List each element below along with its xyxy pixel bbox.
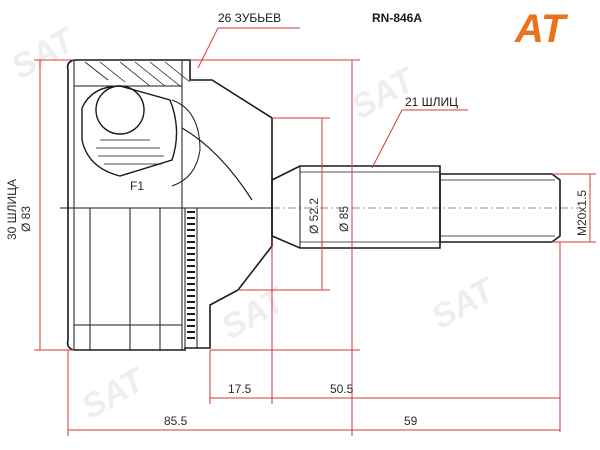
- outer-splines-label: 21 ШЛИЦ: [405, 95, 458, 109]
- cage-hatch: [96, 139, 164, 165]
- race-curve: [171, 99, 201, 187]
- watermark: SAT SAT SAT SAT SAT: [5, 20, 504, 427]
- housing-curve: [181, 127, 253, 201]
- dimension-outer-diameter: Ø 83: [19, 206, 33, 232]
- housing: [60, 59, 273, 351]
- brand-logo: AT: [514, 7, 569, 51]
- watermark-text: SAT: [5, 20, 84, 87]
- dimension-flange-diameter: Ø 85: [337, 206, 351, 232]
- dimension-50-5: 50.5: [330, 382, 354, 396]
- dimension-seat-diameter: Ø 52.2: [307, 198, 321, 234]
- spline-section: [271, 165, 441, 249]
- dimension-85-5: 85.5: [164, 414, 188, 428]
- brand-logo-text: AT: [514, 7, 569, 51]
- teeth-label: 26 ЗУБЬЕВ: [218, 11, 281, 25]
- inner-race: F1: [81, 85, 253, 201]
- f1-label: F1: [130, 179, 144, 193]
- inner-splines-label: 30 ШЛИЦА: [5, 179, 19, 240]
- watermark-text: SAT: [425, 270, 504, 337]
- watermark-text: SAT: [75, 360, 154, 427]
- watermark-text: SAT: [345, 60, 424, 127]
- part-number: RN-846A: [372, 11, 422, 25]
- dimension-thread: M20x1.5: [575, 190, 589, 236]
- abs-ring: [187, 211, 195, 339]
- cage-outline: [81, 85, 178, 177]
- dimension-17-5: 17.5: [228, 382, 252, 396]
- dimension-59: 59: [404, 414, 418, 428]
- dimensions: [34, 27, 596, 436]
- housing-hatch: [84, 61, 191, 87]
- ball: [95, 85, 145, 135]
